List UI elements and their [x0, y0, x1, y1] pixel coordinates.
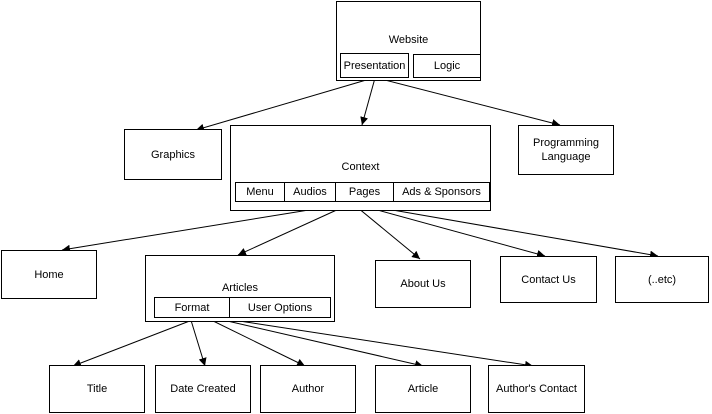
programming-language-label: Programming Language — [532, 137, 600, 163]
edge-presentation-programming — [376, 77, 561, 127]
context-menu-node: Menu — [235, 182, 285, 202]
edge-presentation-context — [360, 77, 376, 126]
home-node: Home — [1, 250, 97, 299]
articles-user-options-node: User Options — [229, 297, 331, 318]
about-us-node: About Us — [375, 260, 471, 308]
etc-node: (..etc) — [615, 256, 709, 303]
edge-pages-about — [351, 202, 421, 260]
edge-pages-contact — [351, 202, 546, 258]
articles-format-node: Format — [154, 297, 230, 318]
contact-us-node: Contact Us — [500, 256, 597, 303]
edge-format-authors-contact — [212, 316, 534, 369]
article-node: Article — [375, 365, 471, 413]
edge-format-date — [189, 316, 207, 367]
context-title: Context — [341, 161, 380, 173]
edge-format-article — [209, 316, 424, 369]
edge-format-title — [72, 316, 201, 367]
edge-format-author — [204, 316, 306, 367]
title-node: Title — [49, 365, 145, 413]
edge-presentation-graphics — [195, 77, 374, 132]
graphics-node: Graphics — [124, 129, 222, 180]
presentation-node: Presentation — [340, 53, 409, 78]
context-pages-node: Pages — [335, 182, 394, 202]
author-node: Author — [260, 365, 356, 413]
authors-contact-node: Author's Contact — [488, 365, 585, 413]
date-created-node: Date Created — [155, 365, 251, 413]
context-ads-node: Ads & Sponsors — [393, 182, 490, 202]
edge-pages-etc — [351, 202, 659, 259]
website-title: Website — [388, 34, 429, 46]
edge-pages-articles — [237, 202, 353, 256]
context-audios-node: Audios — [284, 182, 336, 202]
logic-node: Logic — [413, 54, 481, 78]
articles-title: Articles — [221, 282, 259, 294]
programming-language-node: Programming Language — [518, 125, 614, 175]
